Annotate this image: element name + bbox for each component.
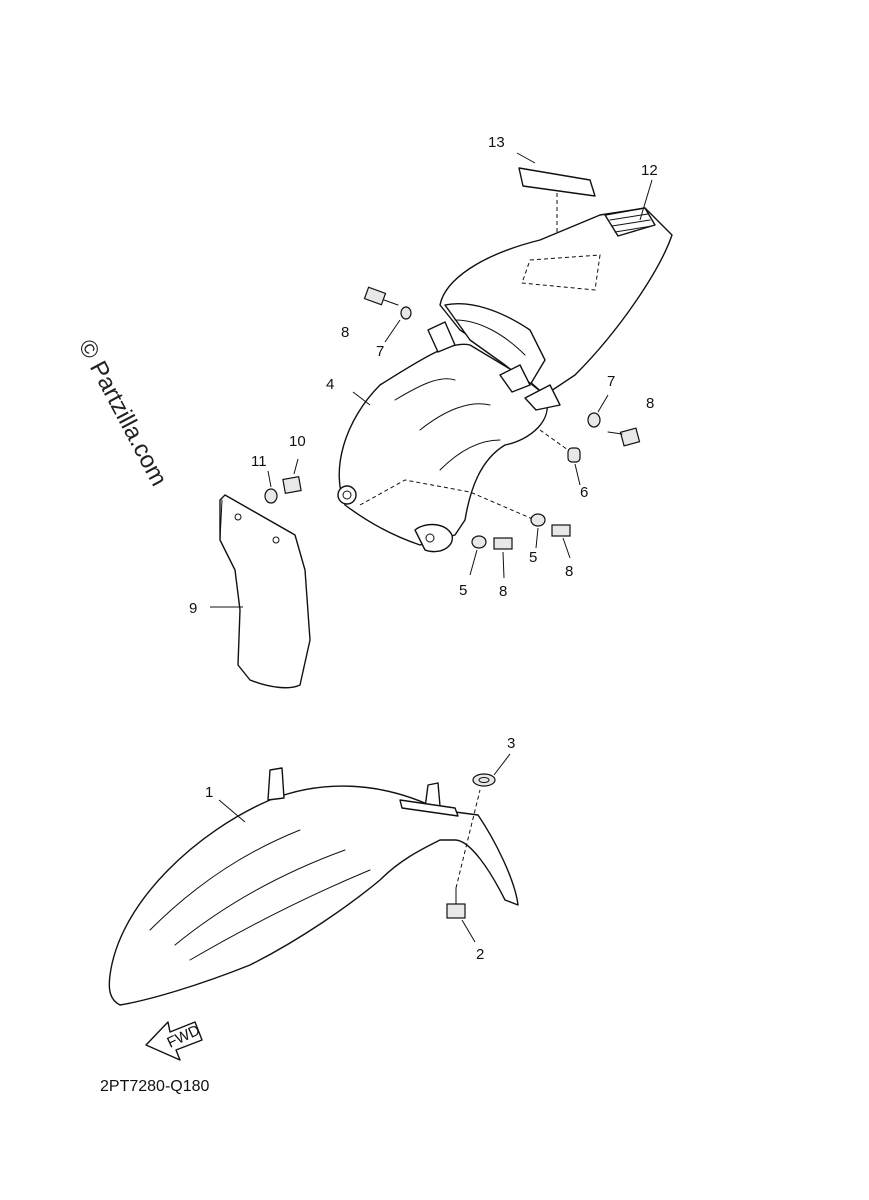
callout-10: 10	[289, 433, 306, 450]
callout-labels: 13 12 8 7 4 7 8 6 10 11 5 5 8 8 9 3 1 2	[189, 134, 658, 963]
callout-7-a: 7	[376, 343, 384, 360]
part-8-bolt-b[interactable]	[607, 427, 641, 447]
callout-2: 2	[476, 946, 484, 963]
callout-9: 9	[189, 600, 197, 617]
callout-6: 6	[580, 484, 588, 501]
part-7-washer-a[interactable]	[400, 306, 412, 320]
part-6-collar[interactable]	[567, 447, 581, 463]
diagram-code: 2PT7280-Q180	[100, 1078, 210, 1095]
part-8-bolt-a[interactable]	[363, 286, 399, 306]
callout-8-d: 8	[565, 563, 573, 580]
part-3-grommet[interactable]	[472, 773, 496, 787]
fwd-arrow: FWD	[145, 1021, 203, 1061]
callout-7-b: 7	[607, 373, 615, 390]
part-8-bolt-d[interactable]	[551, 524, 571, 537]
part-5-collar-a[interactable]	[471, 535, 487, 549]
part-10-bolt[interactable]	[282, 476, 302, 494]
callout-5-b: 5	[459, 582, 467, 599]
leader-lines	[210, 152, 653, 943]
part-4-rear-fender-lower[interactable]	[337, 321, 576, 553]
callout-4: 4	[326, 376, 334, 393]
part-9-mud-flap[interactable]	[219, 494, 311, 689]
part-1-front-fender[interactable]	[108, 767, 519, 1006]
callout-11: 11	[251, 453, 267, 470]
part-11-washer[interactable]	[264, 488, 278, 504]
callout-12: 12	[641, 162, 658, 179]
callout-5-a: 5	[529, 549, 537, 566]
callout-8-b: 8	[646, 395, 654, 412]
watermark: © Partzilla.com	[73, 335, 173, 490]
part-7-washer-b[interactable]	[587, 412, 601, 428]
callout-13: 13	[488, 134, 505, 151]
callout-8-c: 8	[499, 583, 507, 600]
callout-8-a: 8	[341, 324, 349, 341]
part-8-bolt-c[interactable]	[493, 537, 513, 550]
callout-3: 3	[507, 735, 515, 752]
part-5-collar-b[interactable]	[530, 513, 546, 527]
callout-1: 1	[205, 784, 213, 801]
part-2-bolt[interactable]	[446, 789, 481, 919]
